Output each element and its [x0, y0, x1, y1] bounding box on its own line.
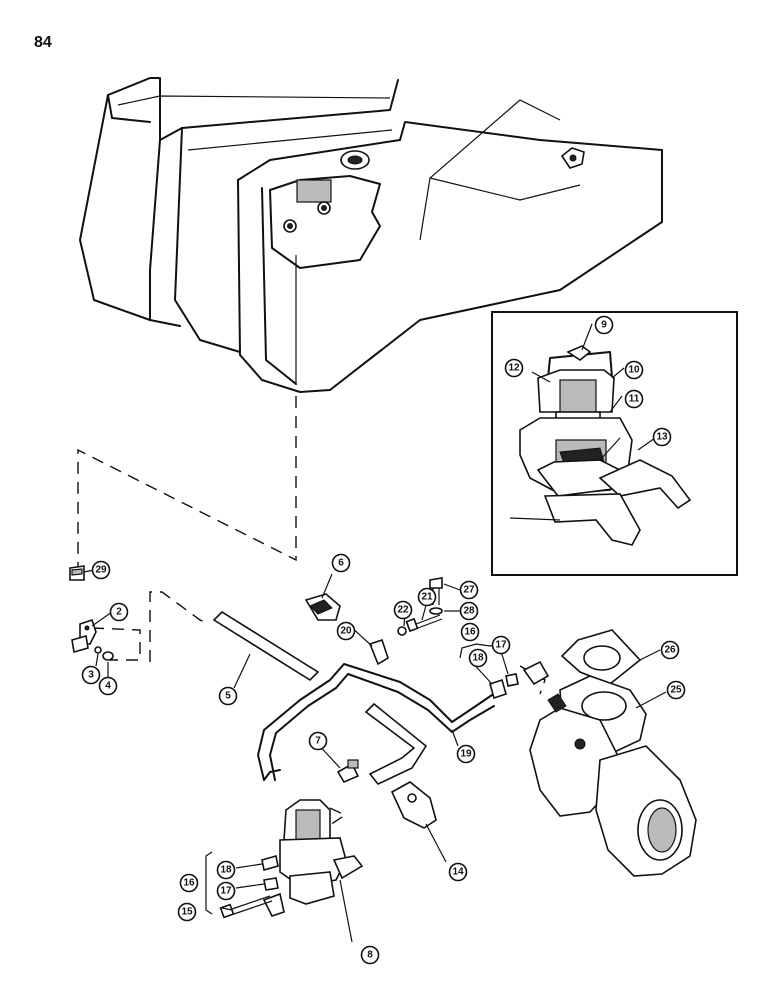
gasket-14 — [390, 781, 437, 829]
callout-9-label: 9 — [601, 320, 607, 331]
callout-21: 21 — [417, 587, 437, 607]
callout-8: 8 — [360, 945, 380, 965]
bolt-21 — [405, 614, 443, 633]
callout-26: 26 — [660, 640, 680, 660]
plug-29 — [69, 565, 85, 581]
elbow-fitting-2 — [71, 618, 97, 654]
fitting-7 — [336, 759, 360, 784]
fuel-pump-8 — [279, 799, 364, 905]
elbow-pump — [262, 892, 285, 917]
callout-18-top-label: 18 — [472, 653, 484, 664]
callout-14-label: 14 — [452, 867, 464, 878]
fuel-tank — [79, 77, 663, 393]
callout-17-top: 17 — [491, 635, 511, 655]
dashed-leader-pump — [329, 807, 347, 826]
callout-11-label: 11 — [629, 394, 640, 405]
callout-19-label: 19 — [460, 749, 472, 760]
fuel-line-5 — [212, 610, 320, 682]
callout-20: 20 — [336, 621, 356, 641]
callout-6: 6 — [331, 553, 351, 573]
callout-18-top: 18 — [468, 648, 488, 668]
callout-22: 22 — [393, 600, 413, 620]
callout-27-label: 27 — [463, 585, 475, 596]
elbow-carb — [522, 660, 550, 686]
leader-lines — [83, 323, 667, 943]
callout-16-bottom: 16 — [179, 873, 199, 893]
callout-15-label: 15 — [181, 907, 193, 918]
washer-3 — [94, 646, 102, 654]
callout-29-label: 29 — [95, 565, 107, 576]
callout-5: 5 — [218, 686, 238, 706]
callout-8-label: 8 — [367, 950, 373, 961]
fitting-17-carb — [505, 673, 519, 687]
callout-19: 19 — [456, 744, 476, 764]
callout-25: 25 — [666, 680, 686, 700]
callout-2: 2 — [109, 602, 129, 622]
callout-3-label: 3 — [88, 670, 94, 681]
fuel-line-19 — [257, 663, 493, 781]
callout-16-top-label: 16 — [464, 627, 476, 638]
callout-22-label: 22 — [397, 605, 409, 616]
page-number: 84 — [34, 34, 52, 51]
callout-10-label: 10 — [628, 365, 640, 376]
callout-28: 28 — [459, 601, 479, 621]
callout-25-label: 25 — [670, 685, 682, 696]
callout-20-label: 20 — [340, 626, 352, 637]
callout-9: 9 — [594, 315, 614, 335]
callout-13: 13 — [652, 427, 672, 447]
callout-2-label: 2 — [116, 607, 122, 618]
callout-7: 7 — [308, 731, 328, 751]
callout-16-top: 16 — [460, 622, 480, 642]
carburetor-25 — [529, 675, 697, 877]
callout-17-top-label: 17 — [495, 640, 507, 651]
callout-4: 4 — [98, 676, 118, 696]
washer-28 — [429, 607, 443, 615]
callout-17-bottom: 17 — [216, 881, 236, 901]
gasket-26 — [560, 629, 642, 685]
fuel-hose — [364, 702, 428, 785]
callout-15: 15 — [177, 902, 197, 922]
callout-21-label: 21 — [421, 592, 433, 603]
callout-6-label: 6 — [338, 558, 344, 569]
callout-7-label: 7 — [315, 736, 321, 747]
callout-28-label: 28 — [463, 606, 475, 617]
callout-3: 3 — [81, 665, 101, 685]
callout-18-bottom-label: 18 — [220, 865, 232, 876]
callout-14: 14 — [448, 862, 468, 882]
dashed-leader-fitting — [91, 627, 141, 661]
fitting-18-carb — [489, 678, 507, 700]
callout-12-label: 12 — [508, 363, 520, 374]
callout-4-label: 4 — [105, 681, 111, 692]
callout-29: 29 — [91, 560, 111, 580]
dashed-leader-tank — [77, 396, 297, 568]
clip-6 — [304, 593, 341, 621]
fitting-17-pump — [263, 877, 279, 891]
callout-16-bottom-label: 16 — [183, 878, 195, 889]
callout-5-label: 5 — [225, 691, 231, 702]
clip-20 — [368, 638, 389, 666]
washer-22 — [397, 626, 407, 636]
callout-11: 11 — [624, 389, 644, 409]
callout-13-label: 13 — [656, 432, 668, 443]
dashed-leader-line5 — [149, 591, 211, 662]
brace-16-bottom — [205, 851, 213, 915]
callout-27: 27 — [459, 580, 479, 600]
fitting-18-pump — [261, 854, 279, 872]
callout-10: 10 — [624, 360, 644, 380]
callout-12: 12 — [504, 358, 524, 378]
callout-26-label: 26 — [664, 645, 676, 656]
nut-4 — [102, 651, 114, 661]
callout-17-bottom-label: 17 — [220, 886, 232, 897]
callout-18-bottom: 18 — [216, 860, 236, 880]
